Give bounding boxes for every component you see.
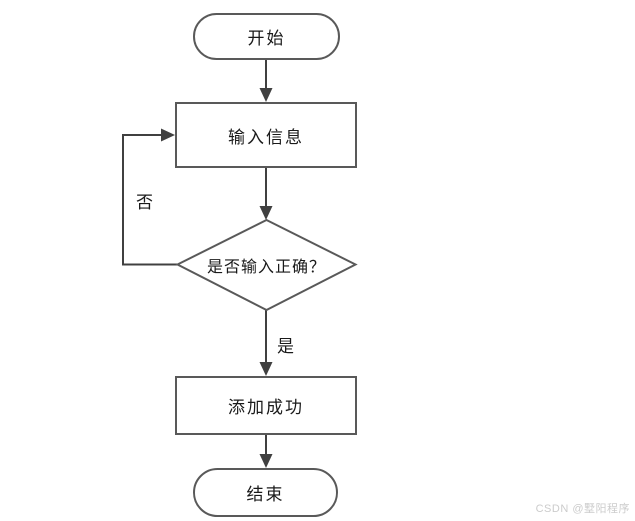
csdn-watermark: CSDN @墅阳程序 bbox=[535, 503, 630, 515]
arrowhead-decision-to-success bbox=[259, 362, 273, 376]
node-end: 结束 bbox=[193, 468, 338, 517]
node-success-label: 添加成功 bbox=[228, 398, 304, 417]
connector-decision-loop-to-input bbox=[122, 134, 177, 266]
node-success: 添加成功 bbox=[175, 376, 357, 435]
node-start: 开始 bbox=[193, 13, 340, 60]
node-decision-label: 是否输入正确？ bbox=[206, 259, 326, 276]
arrowhead-success-to-end bbox=[259, 454, 273, 468]
edge-label-no: 否 bbox=[136, 193, 153, 212]
node-input: 输入信息 bbox=[175, 102, 357, 168]
node-end-label: 结束 bbox=[246, 485, 285, 504]
node-input-label: 输入信息 bbox=[228, 127, 304, 147]
decision-diamond-shape bbox=[175, 218, 358, 312]
arrowhead-start-to-input bbox=[259, 88, 273, 102]
node-start-label: 开始 bbox=[247, 29, 286, 48]
edge-label-yes: 是 bbox=[277, 337, 294, 356]
arrowhead-decision-loop-to-input bbox=[161, 128, 175, 142]
arrowhead-input-to-decision bbox=[259, 206, 273, 220]
